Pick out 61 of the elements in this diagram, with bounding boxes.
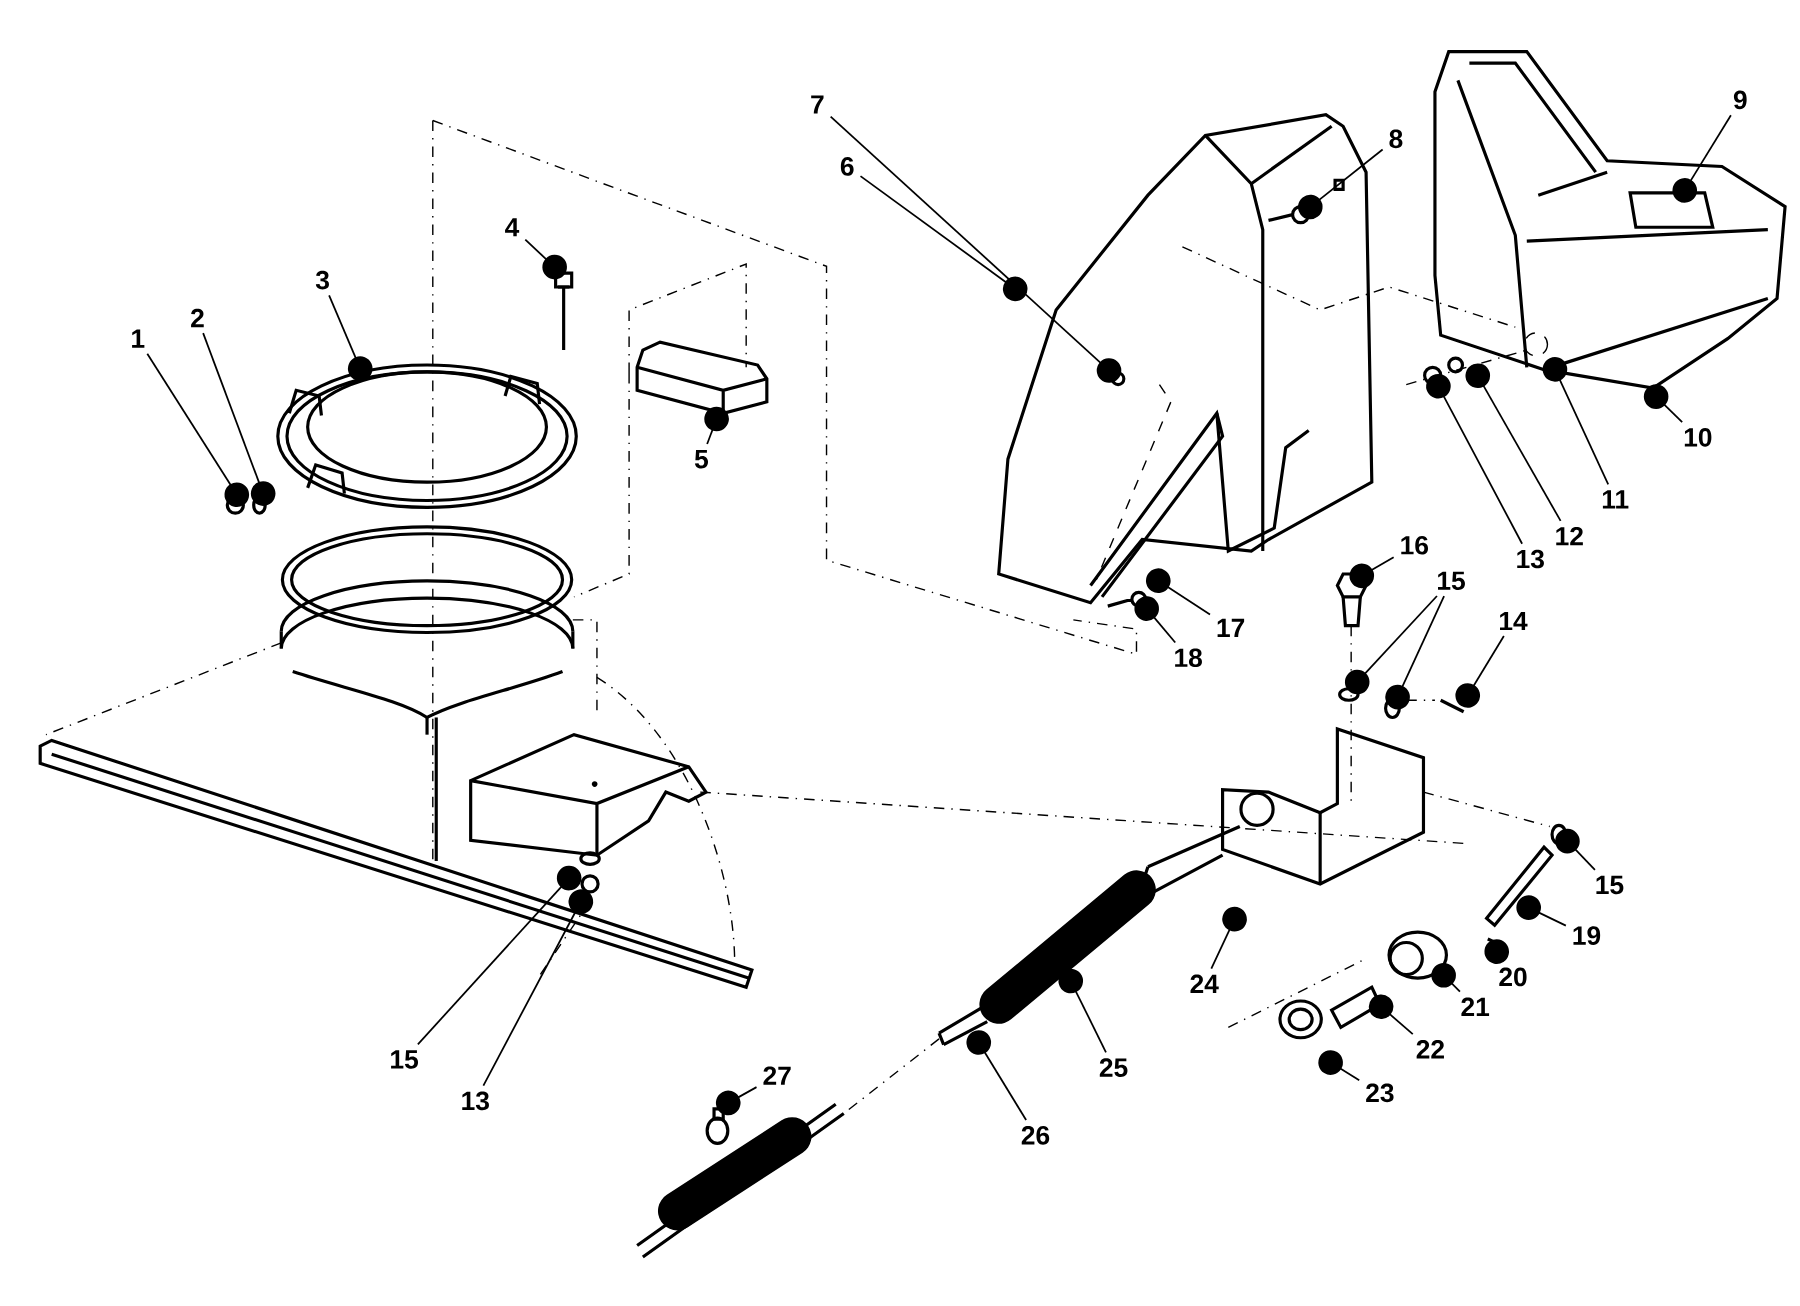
callout-number: 16: [1401, 535, 1428, 555]
callout-number: 23: [1366, 1083, 1394, 1102]
leader-line: [829, 115, 1122, 383]
callout-number: 19: [1573, 926, 1601, 945]
callout-number: 3: [315, 270, 329, 290]
callout-number: 6: [840, 156, 854, 176]
leader-line: [482, 889, 594, 1087]
callout-number: 5: [694, 449, 708, 469]
callout-number: 14: [1500, 611, 1528, 630]
leader-line: [859, 175, 1028, 302]
callout-number: 4: [505, 218, 520, 237]
callout-number: 22: [1416, 1039, 1444, 1059]
leader-line: [1426, 373, 1523, 545]
leader-line: [1297, 148, 1384, 220]
callout-number: 1: [132, 329, 145, 348]
leader-line: [1385, 594, 1445, 710]
callout-number: 15: [391, 1050, 419, 1069]
leader-line: [146, 352, 250, 507]
callout-number: 26: [1021, 1125, 1050, 1145]
callout-number: 11: [1602, 490, 1629, 509]
leader-line: [1349, 556, 1395, 588]
callout-number: 9: [1733, 90, 1747, 110]
callout-number: 13: [1517, 549, 1544, 569]
leader-line: [1431, 962, 1461, 993]
leader-line: [1484, 939, 1509, 964]
leader-line: [1058, 968, 1107, 1053]
callout-number: 25: [1099, 1058, 1128, 1077]
callout-number: 20: [1499, 967, 1527, 987]
leader-line: [1344, 594, 1438, 695]
callout-number: 10: [1684, 427, 1712, 447]
callout-number: 18: [1175, 648, 1202, 667]
leader-line: [1455, 635, 1505, 708]
leader-line: [1210, 906, 1247, 970]
leader-line: [1368, 994, 1414, 1035]
leader-line: [715, 1086, 758, 1116]
leader-line: [202, 332, 276, 506]
callout-number: 15: [1438, 571, 1465, 590]
leader-line: [1516, 895, 1567, 927]
leader-line: [417, 865, 582, 1046]
leader-line: [1318, 1050, 1361, 1081]
leader-line: [1555, 828, 1596, 871]
callout-number: 2: [191, 308, 204, 327]
leader-line: [328, 294, 373, 381]
callout-number: 27: [763, 1066, 791, 1085]
leader-line: [1542, 356, 1610, 485]
leader-line: [1643, 384, 1684, 423]
callout-number: 24: [1190, 974, 1219, 993]
leader-line: [1134, 596, 1177, 644]
callout-number: 15: [1596, 875, 1624, 895]
leader-line: [1465, 363, 1562, 522]
callout-number: 7: [811, 95, 824, 114]
callout-number: 17: [1217, 618, 1245, 637]
leader-line: [1672, 114, 1732, 203]
callout-number: 8: [1389, 129, 1403, 149]
callout-number: 13: [462, 1091, 489, 1111]
callout-number: 21: [1461, 997, 1490, 1016]
leader-line: [524, 238, 567, 280]
callout-number: 12: [1556, 526, 1583, 546]
leader-line: [1145, 568, 1211, 616]
leader-line: [966, 1030, 1027, 1121]
leader-line: [704, 406, 729, 445]
